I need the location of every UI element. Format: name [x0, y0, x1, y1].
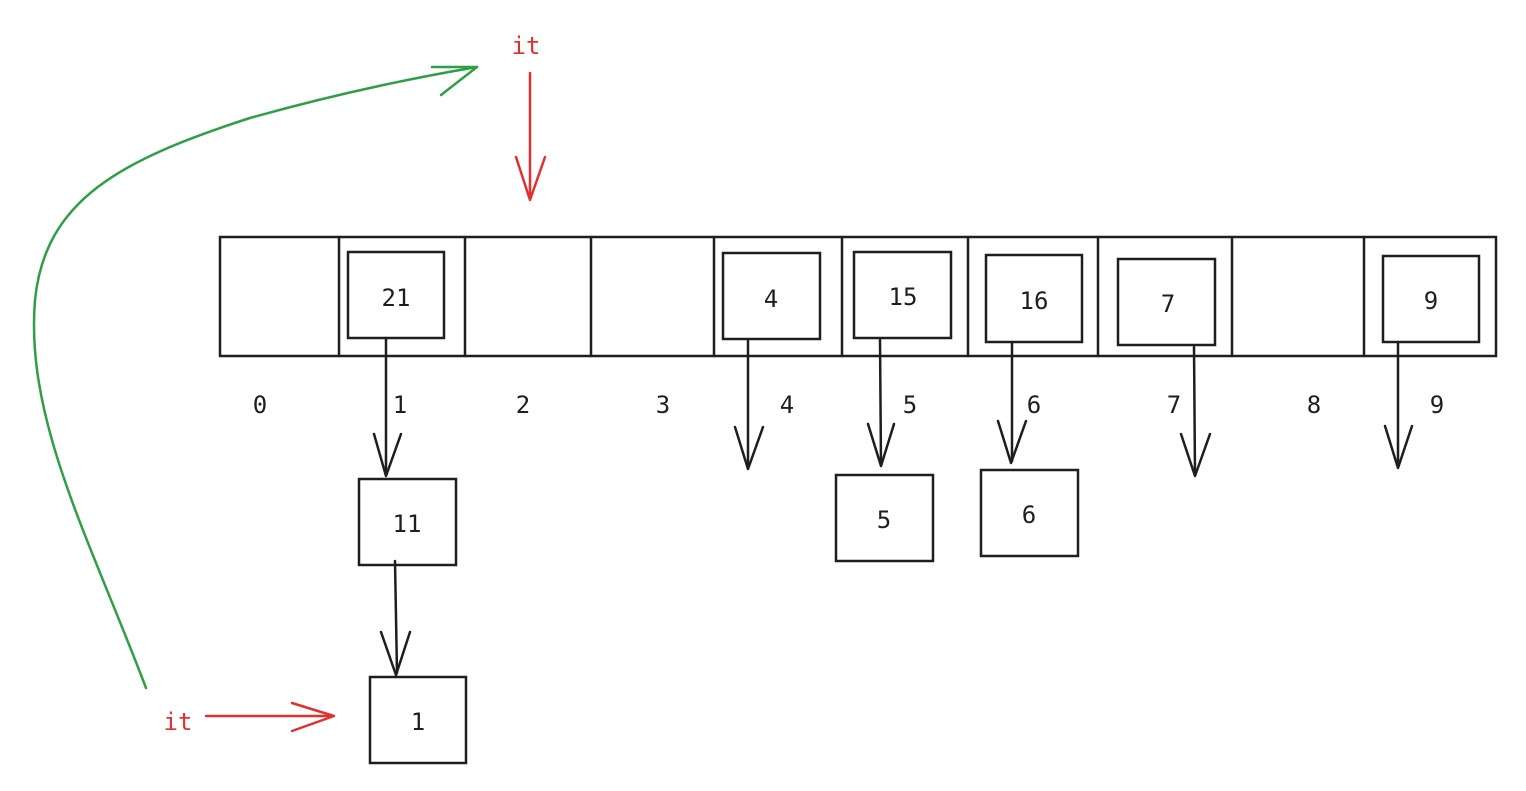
node-value-1: 1: [411, 708, 425, 736]
node-value-21: 21: [382, 284, 411, 312]
node-box-6: [979, 468, 1080, 558]
node-value-16: 16: [1020, 287, 1049, 315]
arrowhead: [733, 425, 765, 471]
iterator-labels: it it: [164, 32, 541, 736]
node-box-9: [1381, 254, 1481, 344]
bucket-index-1: 1: [393, 391, 407, 419]
bucket-index-8: 8: [1307, 391, 1321, 419]
node-box-15: [852, 250, 953, 340]
node-value-11: 11: [393, 510, 422, 538]
chain-nodes: [357, 468, 1080, 765]
node-value-5: 5: [877, 506, 891, 534]
bucket-index-6: 6: [1027, 391, 1041, 419]
bucket-index-2: 2: [516, 391, 530, 419]
arrowhead: [290, 701, 336, 733]
node-value-9: 9: [1424, 287, 1438, 315]
head-nodes: [346, 250, 1481, 347]
iterator-pointers: [204, 71, 547, 733]
bucket-index-0: 0: [253, 391, 267, 419]
next-arrow-7-null: [1192, 345, 1197, 476]
node-value-6: 6: [1022, 501, 1036, 529]
bucket-indices: 0 1 2 3 4 5 6 7 8 9: [253, 391, 1444, 419]
node-box-16: [984, 253, 1084, 344]
bucket-index-4: 4: [780, 391, 794, 419]
next-pointers: [372, 336, 1414, 677]
node-box-7: [1116, 257, 1217, 347]
node-box-4: [721, 251, 822, 341]
next-arrow-15-to-5: [878, 338, 883, 467]
node-box-11: [357, 477, 458, 567]
node-box-1: [368, 675, 468, 765]
node-box-21: [346, 250, 446, 340]
bucket-index-9: 9: [1430, 391, 1444, 419]
arrowhead: [514, 155, 547, 202]
arrowhead: [379, 630, 412, 677]
iterator-label-bottom: it: [164, 708, 193, 736]
bucket-index-7: 7: [1167, 391, 1181, 419]
advance-curve: [32, 65, 479, 690]
head-node-values: 21 4 15 16 7 9: [382, 283, 1439, 318]
arrowhead: [1383, 424, 1414, 470]
node-value-15: 15: [889, 283, 918, 311]
arrowhead: [430, 65, 479, 97]
node-value-4: 4: [764, 285, 778, 313]
iterator-advance-path: [32, 65, 479, 690]
bucket-array-frame: [218, 235, 1498, 358]
arrowhead: [372, 432, 403, 478]
next-arrow-11-to-1: [393, 559, 399, 675]
arrowhead: [866, 422, 896, 468]
node-box-5: [834, 473, 935, 563]
bucket-index-5: 5: [903, 391, 917, 419]
bucket-array: [218, 235, 1498, 358]
iterator-label-top: it: [512, 32, 541, 60]
arrowhead: [1179, 432, 1212, 478]
chain-node-values: 11 1 5 6: [393, 501, 1037, 736]
bucket-index-3: 3: [656, 391, 670, 419]
node-value-7: 7: [1161, 290, 1175, 318]
arrowhead: [996, 419, 1028, 465]
